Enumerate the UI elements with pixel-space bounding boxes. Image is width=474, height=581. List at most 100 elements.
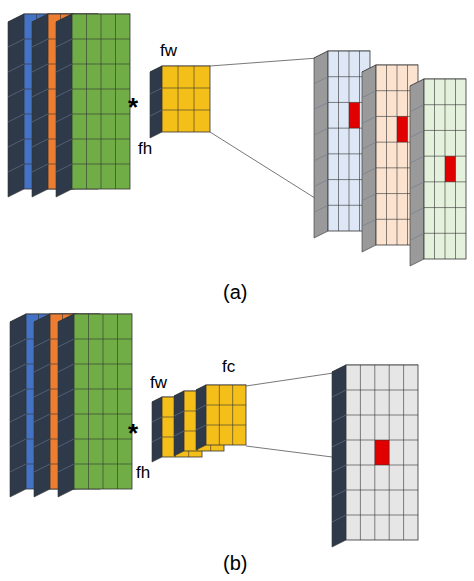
slab-side	[10, 314, 26, 497]
grid-line	[314, 128, 328, 135]
projection-line	[246, 446, 340, 458]
grid-line	[362, 194, 376, 201]
output-cell	[397, 116, 408, 142]
grid-line	[10, 439, 26, 447]
grid-line	[10, 389, 26, 397]
grid-line	[349, 51, 350, 231]
grid-line	[56, 89, 72, 97]
grid-line	[338, 51, 339, 231]
grid-line	[424, 181, 466, 182]
grid-line	[386, 65, 387, 245]
grid-line	[362, 168, 376, 175]
output-cell	[375, 440, 389, 465]
grid-line	[58, 464, 74, 472]
grid-line	[162, 110, 210, 111]
grid-line	[152, 417, 162, 422]
slab-side	[8, 14, 24, 197]
grid-line	[359, 51, 360, 231]
slab-face	[72, 14, 130, 189]
output-cell	[445, 156, 456, 182]
grid-line	[232, 385, 233, 445]
grid-line	[314, 180, 328, 187]
grid-line	[332, 490, 346, 497]
grid-line	[410, 208, 424, 215]
grid-line	[32, 114, 48, 122]
grid-line	[56, 64, 72, 72]
grid-line	[206, 405, 246, 406]
grid-line	[32, 89, 48, 97]
grid-line	[332, 440, 346, 447]
grid-line	[8, 39, 24, 47]
grid-line	[424, 104, 466, 105]
grid-line	[346, 390, 418, 391]
grid-line	[56, 139, 72, 147]
grid-line	[346, 490, 418, 491]
grid-line	[424, 130, 466, 131]
grid-line	[150, 88, 162, 94]
grid-line	[407, 65, 408, 245]
grid-line	[403, 365, 404, 540]
grid-line	[314, 205, 328, 212]
slab-side	[32, 14, 48, 197]
grid-line	[74, 339, 132, 340]
grid-line	[206, 425, 246, 426]
projection-line	[210, 132, 318, 200]
dimension-label: fw	[150, 374, 167, 391]
dimension-label: fw	[160, 42, 177, 59]
grid-line	[86, 14, 87, 189]
grid-line	[56, 114, 72, 122]
grid-line	[362, 219, 376, 226]
projection-line	[210, 58, 318, 66]
grid-line	[360, 365, 361, 540]
grid-line	[374, 365, 375, 540]
grid-line	[178, 66, 179, 132]
grid-line	[117, 314, 118, 489]
grid-line	[88, 314, 89, 489]
grid-line	[346, 440, 418, 441]
slab-face	[424, 79, 466, 259]
slab-side	[410, 79, 424, 266]
grid-line	[424, 207, 466, 208]
grid-line	[362, 91, 376, 98]
grid-line	[74, 389, 132, 390]
grid-line	[58, 439, 74, 447]
dimension-label: fh	[136, 464, 150, 481]
grid-line	[32, 64, 48, 72]
grid-line	[362, 142, 376, 149]
grid-line	[219, 385, 220, 445]
grid-line	[58, 364, 74, 372]
grid-line	[314, 77, 328, 84]
grid-line	[101, 14, 102, 189]
grid-line	[455, 79, 456, 259]
slab-side	[196, 385, 206, 450]
dimension-label: fc	[222, 358, 235, 375]
slab-side	[152, 397, 162, 462]
grid-line	[74, 364, 132, 365]
grid-line	[8, 139, 24, 147]
slab-side	[174, 391, 184, 456]
grid-line	[162, 88, 210, 89]
grid-line	[72, 64, 130, 65]
grid-line	[10, 364, 26, 372]
grid-line	[10, 414, 26, 422]
slab-face	[206, 385, 246, 445]
grid-line	[332, 465, 346, 472]
slab-side	[314, 51, 328, 238]
grid-line	[32, 164, 48, 172]
grid-line	[72, 114, 130, 115]
grid-line	[410, 105, 424, 112]
grid-line	[8, 64, 24, 72]
grid-line	[34, 464, 50, 472]
grid-line	[174, 411, 184, 416]
projection-line	[246, 372, 340, 386]
grid-line	[74, 439, 132, 440]
grid-line	[74, 414, 132, 415]
grid-line	[150, 110, 162, 116]
grid-line	[72, 89, 130, 90]
grid-line	[56, 164, 72, 172]
grid-line	[34, 389, 50, 397]
grid-line	[314, 154, 328, 161]
grid-line	[410, 182, 424, 189]
grid-line	[10, 339, 26, 347]
grid-line	[58, 414, 74, 422]
